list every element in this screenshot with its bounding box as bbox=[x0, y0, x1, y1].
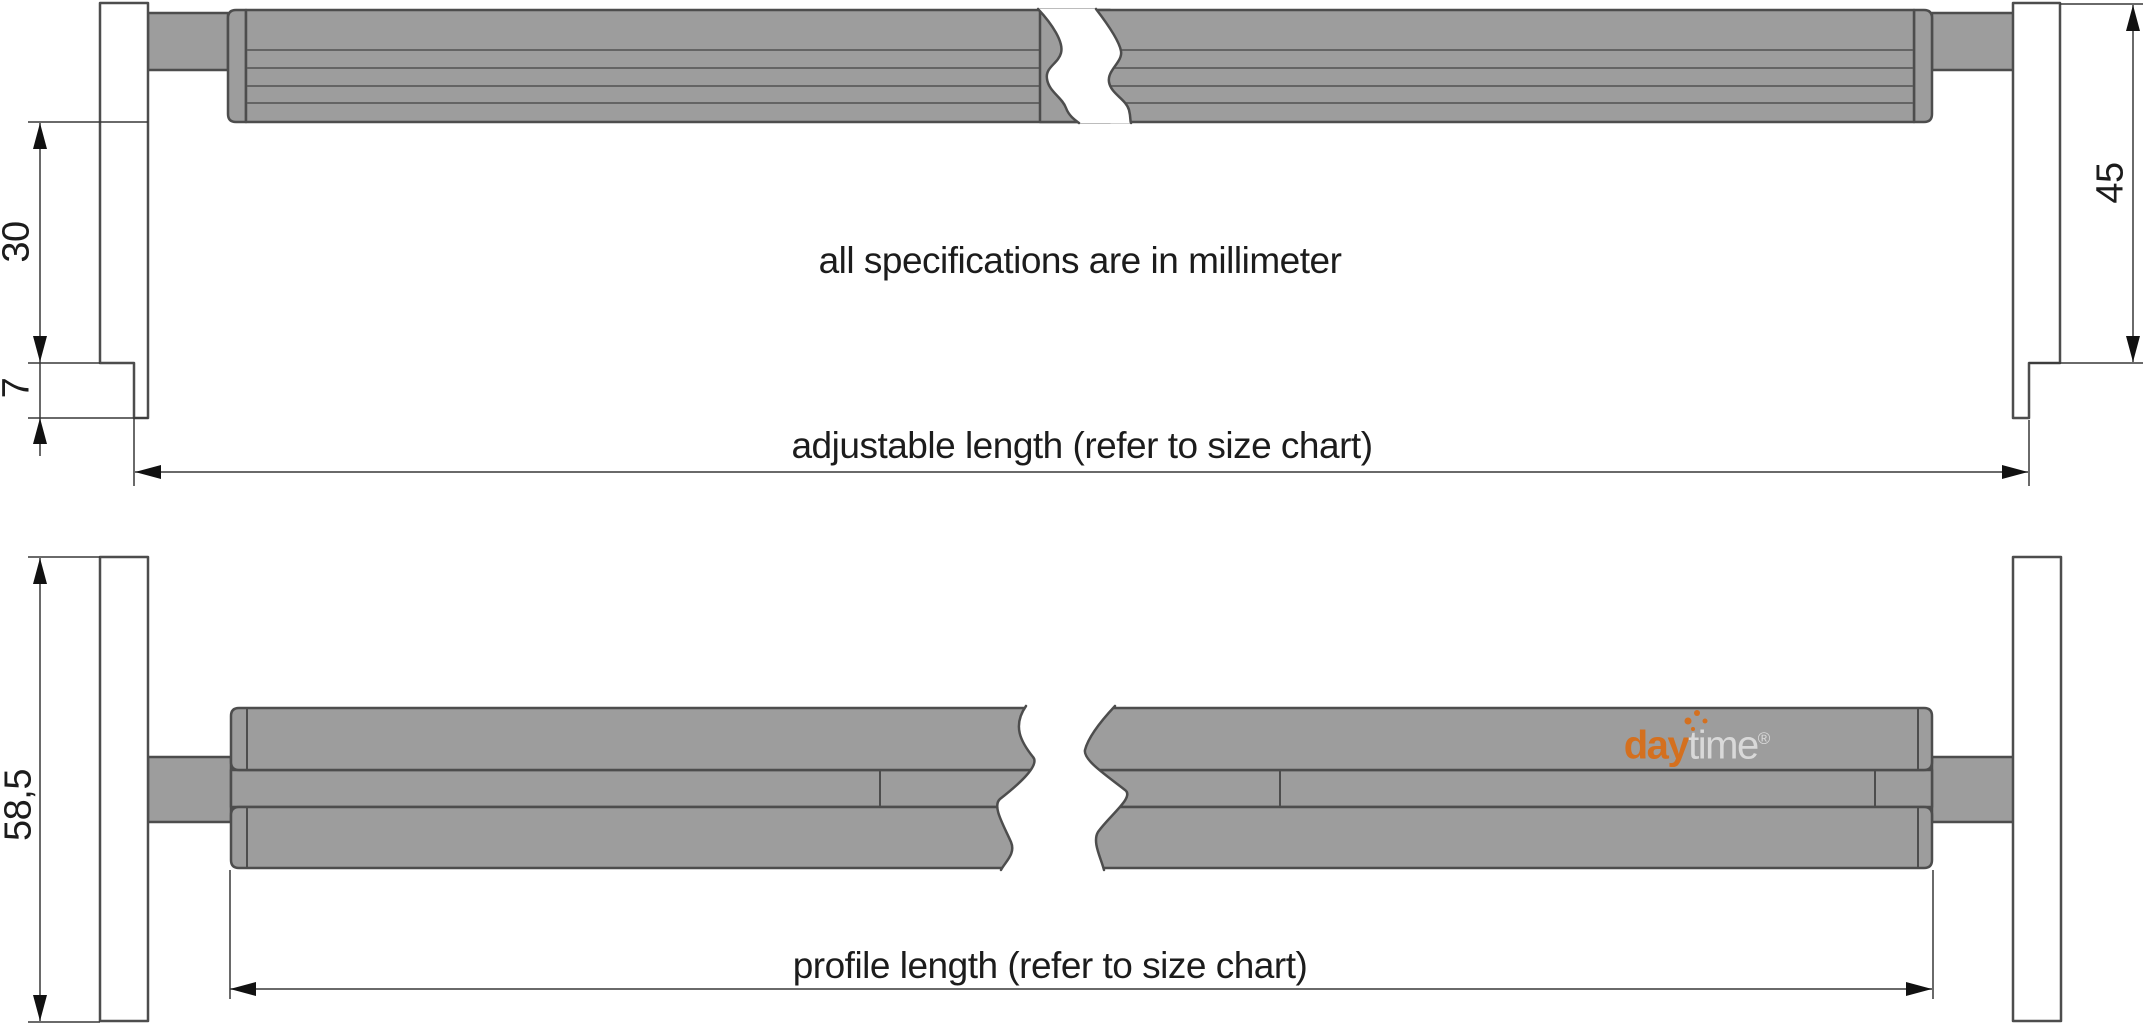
side-view-break-edge-left bbox=[995, 704, 1036, 872]
top-view-left-end-cap bbox=[226, 8, 248, 124]
logo-time-text: time bbox=[1688, 723, 1759, 768]
side-view-seam-lines bbox=[246, 709, 1919, 867]
side-view-right-bracket bbox=[2011, 555, 2063, 1023]
dimension-value-7: 7 bbox=[0, 378, 39, 399]
side-view-left-rod bbox=[146, 755, 233, 824]
side-view-break-gap bbox=[997, 706, 1128, 870]
top-view-break-edge-left bbox=[1036, 7, 1081, 125]
logo-registered-icon: ® bbox=[1757, 729, 1771, 749]
top-view-profile-right-piece bbox=[1038, 8, 1916, 124]
side-view-middle-strip-left bbox=[229, 768, 1085, 809]
side-view-break-edge-right bbox=[1083, 704, 1129, 872]
top-view-profile-left-piece bbox=[244, 8, 1112, 124]
top-view-left-bracket bbox=[98, 1, 150, 420]
top-view bbox=[98, 1, 2062, 420]
top-view-rib-lines-right bbox=[1098, 49, 1913, 104]
side-view-middle-strip-right bbox=[1081, 768, 1934, 809]
side-view-bottom-bar-right bbox=[1081, 805, 1934, 870]
top-view-left-rod bbox=[146, 11, 230, 72]
units-note: all specifications are in millimeter bbox=[818, 240, 1342, 281]
top-view-right-bracket bbox=[2011, 1, 2062, 420]
top-view-rib-lines-left bbox=[247, 49, 1078, 104]
side-view-bottom-bar-left bbox=[229, 805, 1085, 870]
top-view-break-edge-right bbox=[1094, 7, 1133, 125]
dimension-lines bbox=[28, 3, 2143, 1023]
side-view-top-bar-right bbox=[1081, 706, 1934, 772]
top-view-break-gap bbox=[1038, 9, 1131, 123]
dimension-value-30: 30 bbox=[0, 221, 38, 263]
logo-day-text: day bbox=[1623, 723, 1690, 768]
dimension-value-58-5: 58,5 bbox=[0, 769, 40, 841]
daytime-logo: daytime® bbox=[1624, 724, 1771, 769]
profile-length-label: profile length (refer to size chart) bbox=[792, 945, 1308, 986]
side-view-right-rod bbox=[1930, 755, 2016, 824]
side-view-top-bar-left bbox=[229, 706, 1085, 772]
adjustable-length-label: adjustable length (refer to size chart) bbox=[791, 425, 1373, 466]
logo-dots bbox=[1684, 710, 1708, 731]
dimension-value-45: 45 bbox=[2089, 162, 2132, 204]
top-view-right-rod bbox=[1930, 11, 2016, 72]
side-view bbox=[98, 555, 2063, 1023]
side-view-left-bracket bbox=[98, 555, 150, 1023]
top-view-right-end-cap bbox=[1912, 8, 1934, 124]
